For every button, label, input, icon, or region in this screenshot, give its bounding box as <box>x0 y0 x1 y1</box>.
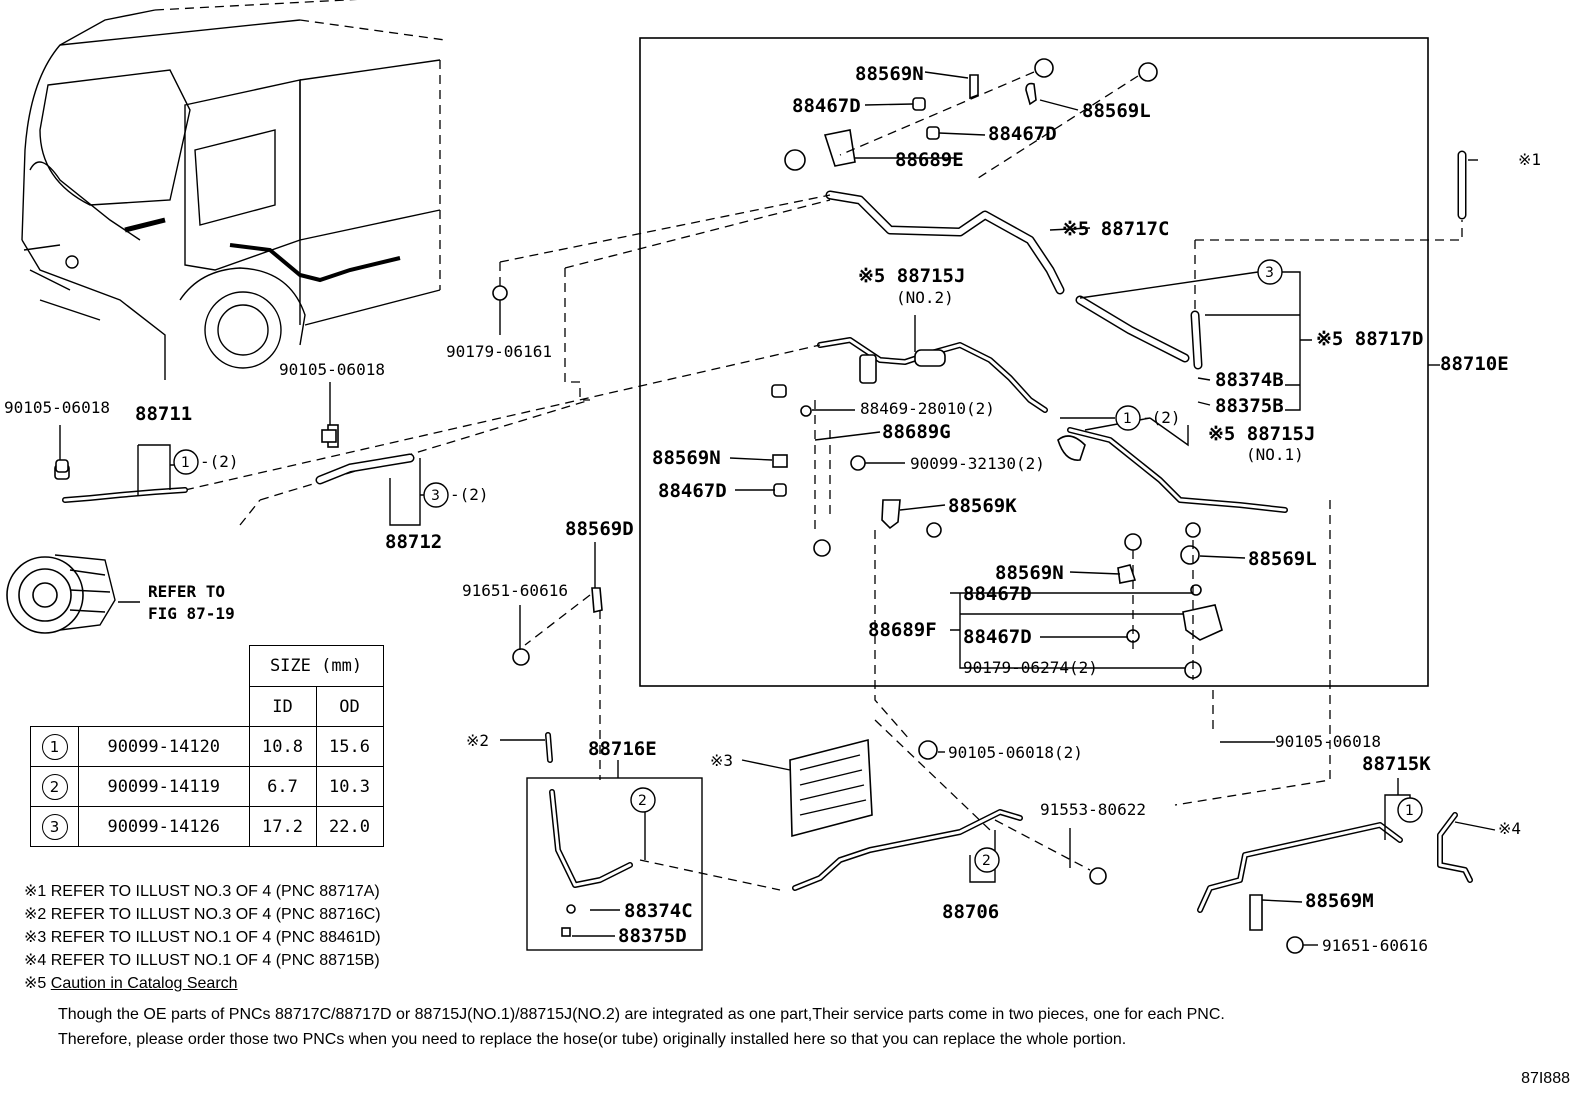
svg-text:1: 1 <box>181 455 190 471</box>
top-bracket-parts <box>784 58 1158 181</box>
label-qty-88712: -(2) <box>450 485 489 504</box>
bracket-88689F <box>1117 522 1223 680</box>
label-88374B: 88374B <box>1215 369 1284 391</box>
table-header-od: OD <box>315 686 384 727</box>
paragraph-line-2: Therefore, please order those two PNCs w… <box>58 1031 1127 1048</box>
label-91651-60616-right: 91651-60616 <box>1322 936 1428 955</box>
label-88569K: 88569K <box>948 495 1017 517</box>
label-88706: 88706 <box>942 901 999 923</box>
label-90179-06161: 90179-06161 <box>446 342 552 361</box>
circle-ref-2-88716E: 2 <box>630 787 656 813</box>
table-header-id: ID <box>248 686 317 727</box>
label-qty-mid: -(2) <box>1142 408 1181 427</box>
caution-link[interactable]: Caution in Catalog Search <box>50 975 238 992</box>
label-88715J-no1-sub: (NO.1) <box>1246 445 1304 464</box>
label-90105-06018-mid: 90105-06018 <box>279 360 385 379</box>
circle-ref-2-88706: 2 <box>974 847 1000 873</box>
label-88689E: 88689E <box>895 149 964 171</box>
label-qty-88711: -(2) <box>200 452 239 471</box>
label-90105-06018-right: 90105-06018 <box>1275 732 1381 751</box>
label-88467D-top-left: 88467D <box>792 95 861 117</box>
svg-text:1: 1 <box>1405 803 1414 819</box>
dashed-leaders <box>184 194 1463 891</box>
condenser <box>789 738 938 838</box>
label-refer-to: REFER TO <box>148 582 225 601</box>
label-88712: 88712 <box>385 531 442 553</box>
label-star4: ※4 <box>1498 819 1521 838</box>
label-88569N-top: 88569N <box>855 63 924 85</box>
label-88569M: 88569M <box>1305 890 1374 912</box>
circle-ref-3-top: 3 <box>1257 259 1283 285</box>
label-88469-28010: 88469-28010(2) <box>860 399 995 418</box>
label-88569L-mid: 88569L <box>1248 548 1317 570</box>
figure-number: 87I888 <box>1521 1070 1570 1087</box>
label-91553-80622: 91553-80622 <box>1040 800 1146 819</box>
label-88569N-low: 88569N <box>995 562 1064 584</box>
label-90105-06018-left: 90105-06018 <box>4 398 110 417</box>
label-88467D-mid: 88467D <box>658 480 727 502</box>
svg-text:3: 3 <box>431 488 440 504</box>
svg-text:1: 1 <box>1123 411 1132 427</box>
hose-size-table: SIZE (mm) ID OD 1 90099-14120 10.8 15.6 … <box>30 645 384 847</box>
svg-text:2: 2 <box>982 853 991 869</box>
label-88467D-low1: 88467D <box>963 583 1032 605</box>
circle-ref-1-mid: 1 <box>1115 405 1141 431</box>
table-row: 1 90099-14120 10.8 15.6 <box>30 726 384 767</box>
label-refer-fig: FIG 87-19 <box>148 604 235 623</box>
label-88715J-no1: ※5 88715J <box>1208 423 1315 445</box>
label-88717D: ※5 88717D <box>1316 328 1423 350</box>
note-5-prefix: ※5 <box>24 975 47 992</box>
table-header-size: SIZE (mm) <box>248 645 384 687</box>
label-90105-06018-2: 90105-06018(2) <box>948 743 1083 762</box>
label-star3: ※3 <box>710 751 733 770</box>
label-88467D-top-right: 88467D <box>988 123 1057 145</box>
label-90179-06274: 90179-06274(2) <box>963 658 1098 677</box>
caution-paragraph: Though the OE parts of PNCs 88717C/88717… <box>58 1002 1225 1052</box>
assembly-box-88716E <box>526 777 703 951</box>
label-88717C: ※5 88717C <box>1062 218 1169 240</box>
bracket-88689G <box>771 384 942 557</box>
label-88569D: 88569D <box>565 518 634 540</box>
label-star1: ※1 <box>1518 150 1541 169</box>
label-88689G: 88689G <box>882 421 951 443</box>
label-88715J-no2: ※5 88715J <box>858 265 965 287</box>
label-88715K: 88715K <box>1362 753 1431 775</box>
label-88375D: 88375D <box>618 925 687 947</box>
table-row: 3 90099-14126 17.2 22.0 <box>30 806 384 847</box>
label-88716E: 88716E <box>588 738 657 760</box>
footnotes: ※1 REFER TO ILLUST NO.3 OF 4 (PNC 88717A… <box>24 880 381 995</box>
label-88689F: 88689F <box>868 619 937 641</box>
note-2: ※2 REFER TO ILLUST NO.3 OF 4 (PNC 88716C… <box>24 906 381 923</box>
label-91651-60616-left: 91651-60616 <box>462 581 568 600</box>
compressor <box>6 554 116 634</box>
note-3: ※3 REFER TO ILLUST NO.1 OF 4 (PNC 88461D… <box>24 929 381 946</box>
label-88715J-no2-sub: (NO.2) <box>896 288 954 307</box>
label-88375B: 88375B <box>1215 395 1284 417</box>
table-row: 2 90099-14119 6.7 10.3 <box>30 766 384 807</box>
label-90099-32130: 90099-32130(2) <box>910 454 1045 473</box>
svg-text:2: 2 <box>638 793 647 809</box>
circle-ref-1-88715K: 1 <box>1397 797 1423 823</box>
note-4: ※4 REFER TO ILLUST NO.1 OF 4 (PNC 88715B… <box>24 952 380 969</box>
svg-text:3: 3 <box>1265 265 1274 281</box>
vehicle-illustration <box>21 0 446 380</box>
label-88467D-low2: 88467D <box>963 626 1032 648</box>
label-88711: 88711 <box>135 403 192 425</box>
assembly-box-88710E <box>639 37 1429 687</box>
label-88569L-top: 88569L <box>1082 100 1151 122</box>
circle-ref-1-left: 1 <box>173 449 199 475</box>
note-1: ※1 REFER TO ILLUST NO.3 OF 4 (PNC 88717A… <box>24 883 380 900</box>
label-star2: ※2 <box>466 731 489 750</box>
label-88374C: 88374C <box>624 900 693 922</box>
paragraph-line-1: Though the OE parts of PNCs 88717C/88717… <box>58 1006 1225 1023</box>
note-5: ※5 Caution in Catalog Search <box>24 972 381 995</box>
label-88569N-mid: 88569N <box>652 447 721 469</box>
circle-ref-3-left: 3 <box>423 482 449 508</box>
label-88710E: 88710E <box>1440 353 1509 375</box>
